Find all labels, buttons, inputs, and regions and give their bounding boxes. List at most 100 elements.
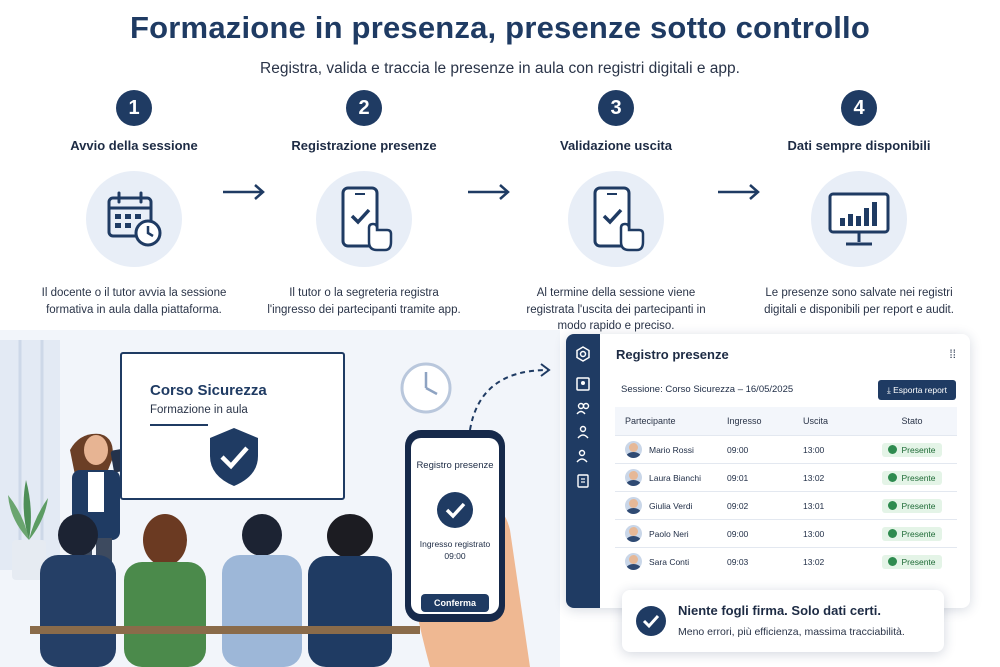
step-2: 2 Registrazione presenze Il tutor o la s…: [254, 90, 474, 318]
status-badge: Presente: [882, 442, 942, 457]
check-icon: [888, 529, 898, 538]
status-badge: Presente: [882, 526, 942, 541]
download-icon: ⤓: [887, 384, 894, 395]
entry-time: 09:01: [727, 472, 749, 483]
attendance-register-panel: Registro presenze ⁞⁞ Sessione: Corso Sic…: [566, 334, 970, 608]
arrow-right-icon: [718, 184, 760, 200]
status-label: Presente: [901, 500, 936, 511]
phone-screen: Registro presenze Ingresso registrato 09…: [411, 438, 499, 614]
exit-time: 13:02: [803, 472, 825, 483]
entry-time: 09:00: [727, 528, 749, 539]
status-badge: Presente: [882, 470, 942, 485]
page-subtitle: Registra, valida e traccia le presenze i…: [260, 60, 740, 77]
phone-title: Registro presenze: [416, 460, 494, 471]
status-label: Presente: [901, 472, 936, 483]
avatar: [625, 525, 642, 542]
user-settings-icon[interactable]: [575, 448, 591, 464]
avatar: [625, 441, 642, 458]
column-header: Ingresso: [727, 416, 762, 426]
exit-time: 13:00: [803, 528, 825, 539]
sidebar: [566, 334, 600, 608]
confirm-button[interactable]: Conferma: [421, 594, 489, 612]
step-number: 1: [116, 90, 152, 126]
arrow-right-icon: [223, 184, 265, 200]
export-report-button[interactable]: ⤓ Esporta report: [878, 380, 956, 400]
status-label: Presente: [901, 556, 936, 567]
step-3: 3 Validazione uscita Al termine della se…: [506, 90, 726, 335]
avatar: [625, 497, 642, 514]
step-title: Registrazione presenze: [291, 138, 437, 153]
step-number: 3: [598, 90, 634, 126]
shield-check-icon: [210, 428, 258, 486]
status-badge: Presente: [882, 554, 942, 569]
check-icon: [888, 501, 898, 510]
step-description: Al termine della sessione viene registra…: [526, 287, 706, 332]
status-badge: Presente: [882, 498, 942, 513]
settings-icon[interactable]: [575, 346, 591, 362]
id-card-icon[interactable]: [575, 376, 591, 392]
check-icon: [888, 557, 898, 566]
table-row[interactable]: Paolo Neri 09:00 13:00 Presente: [615, 519, 957, 547]
participant-name: Giulia Verdi: [649, 500, 693, 511]
mobile-phone: Registro presenze Ingresso registrato 09…: [405, 430, 505, 622]
exit-time: 13:00: [803, 444, 825, 455]
column-header: Uscita: [803, 416, 829, 426]
entry-time: 09:02: [727, 500, 749, 511]
avatar: [625, 553, 642, 570]
classroom-board: Corso Sicurezza Formazione in aula: [120, 352, 345, 500]
callout-subtitle: Meno errori, più efficienza, massima tra…: [678, 626, 905, 638]
check-icon: [888, 445, 898, 454]
table-row[interactable]: Sara Conti 09:03 13:02 Presente: [615, 547, 957, 575]
phone-message: Ingresso registrato 09:00: [411, 538, 499, 562]
page-title: Formazione in presenza, presenze sotto c…: [130, 10, 870, 45]
clipboard-icon[interactable]: [575, 472, 591, 488]
step-title: Validazione uscita: [560, 138, 672, 153]
board-title: Corso Sicurezza: [150, 382, 267, 399]
more-options-icon[interactable]: ⁞⁞: [949, 347, 956, 361]
status-label: Presente: [901, 444, 936, 455]
monitor-chart-icon: [811, 171, 907, 267]
column-header: Stato: [901, 416, 923, 426]
arrow-right-icon: [468, 184, 510, 200]
phone-message-label: Ingresso registrato: [419, 539, 491, 549]
entry-time: 09:03: [727, 556, 749, 567]
step-description: Il tutor o la segreteria registra l'ingr…: [267, 287, 461, 316]
step-title: Avvio della sessione: [70, 138, 198, 153]
benefit-callout: Niente fogli firma. Solo dati certi. Men…: [622, 590, 944, 652]
callout-title: Niente fogli firma. Solo dati certi.: [678, 603, 881, 618]
check-circle-icon: [437, 492, 473, 528]
participant-name: Laura Bianchi: [649, 472, 701, 483]
step-description: Le presenze sono salvate nei registri di…: [764, 287, 954, 316]
step-description: Il docente o il tutor avvia la sessione …: [41, 287, 227, 316]
column-header: Partecipante: [625, 416, 676, 426]
attendance-table: Partecipante Ingresso Uscita Stato Mario…: [615, 407, 957, 575]
exit-time: 13:02: [803, 556, 825, 567]
board-subtitle: Formazione in aula: [150, 404, 248, 416]
table-row[interactable]: Mario Rossi 09:00 13:00 Presente: [615, 435, 957, 463]
participant-name: Mario Rossi: [649, 444, 694, 455]
step-number: 4: [841, 90, 877, 126]
entry-time: 09:00: [727, 444, 749, 455]
step-1: 1 Avvio della sessione Il docente o il t…: [24, 90, 244, 318]
step-4: 4 Dati sempre disponibili Le presenze so…: [749, 90, 969, 318]
session-label: Sessione: Corso Sicurezza – 16/05/2025: [621, 384, 794, 395]
check-circle-icon: [636, 606, 666, 636]
users-icon[interactable]: [575, 400, 591, 416]
phone-message-time: 09:00: [444, 551, 466, 561]
phone-check-icon: [316, 171, 412, 267]
participant-name: Paolo Neri: [649, 528, 689, 539]
table-row[interactable]: Laura Bianchi 09:01 13:02 Presente: [615, 463, 957, 491]
panel-title: Registro presenze: [616, 347, 729, 362]
check-icon: [888, 473, 898, 482]
table-header: Partecipante Ingresso Uscita Stato: [615, 407, 957, 435]
export-report-label: Esporta report: [893, 384, 947, 395]
group-icon[interactable]: [575, 424, 591, 440]
avatar: [625, 469, 642, 486]
exit-time: 13:01: [803, 500, 825, 511]
participant-name: Sara Conti: [649, 556, 690, 567]
step-number: 2: [346, 90, 382, 126]
phone-check-icon: [568, 171, 664, 267]
calendar-clock-icon: [86, 171, 182, 267]
board-divider: [150, 424, 208, 426]
table-row[interactable]: Giulia Verdi 09:02 13:01 Presente: [615, 491, 957, 519]
